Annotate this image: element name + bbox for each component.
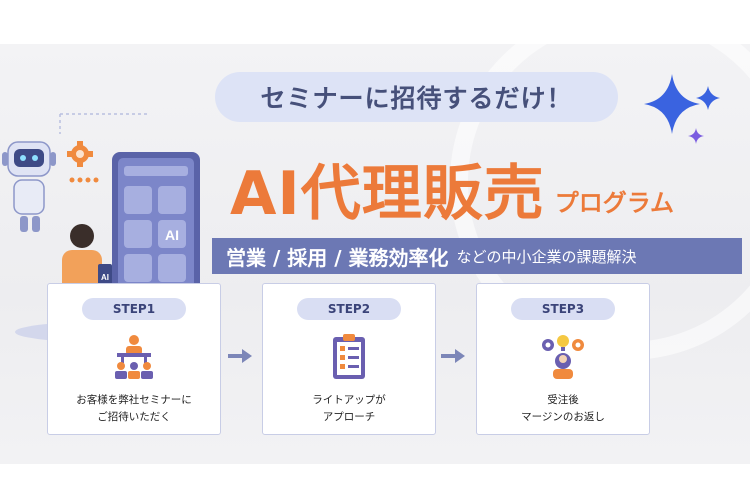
robot-icon — [2, 141, 56, 232]
tagline-pill: セミナーに招待するだけ！ — [215, 72, 618, 122]
step-line-1: ライトアップが — [312, 394, 386, 406]
step-label: STEP2 — [297, 298, 401, 320]
checklist-icon — [333, 334, 365, 379]
sparkle-icon — [644, 74, 720, 144]
step-line-1: 受注後 — [547, 394, 579, 406]
arrow-right-icon — [228, 349, 252, 363]
step-description: お客様を弊社セミナーに ご招待いただく — [48, 392, 220, 426]
subtitle-rest: などの中小企業の課題解決 — [456, 247, 637, 266]
gear-icon — [67, 141, 93, 167]
step-line-2: アプローチ — [322, 411, 376, 423]
step-label: STEP3 — [511, 298, 615, 320]
step-label: STEP1 — [82, 298, 186, 320]
arrow-right-icon — [441, 349, 465, 363]
title-main: AI代理販売 — [230, 159, 545, 229]
tablet-ai-label: AI — [165, 227, 179, 243]
tablet-icon: AI — [112, 152, 200, 302]
phone-ai-label: AI — [101, 273, 109, 282]
step-card-2: STEP2 ライトアップが アプローチ — [262, 283, 436, 435]
step-line-1: お客様を弊社セミナーに — [76, 394, 192, 406]
step-description: 受注後 マージンのお返し — [477, 392, 649, 426]
step-line-2: ご招待いただく — [97, 411, 171, 423]
seminar-icon — [115, 335, 153, 379]
main-title: AI代理販売 プログラム — [230, 144, 674, 224]
ai-illustration: AI AI — [2, 113, 200, 342]
step-card-3: STEP3 受注後 マージンのお返し — [476, 283, 650, 435]
step-line-2: マージンのお返し — [521, 411, 605, 423]
subtitle-bar: 営業 / 採用 / 業務効率化 などの中小企業の課題解決 — [212, 238, 742, 274]
team-icon — [542, 335, 584, 379]
step-card-1: STEP1 お客様を弊社セミナーに ご招待いただく — [47, 283, 221, 435]
step-description: ライトアップが アプローチ — [263, 392, 435, 426]
subtitle-bold: 営業 / 採用 / 業務効率化 — [226, 245, 449, 270]
title-sub: プログラム — [554, 189, 675, 217]
